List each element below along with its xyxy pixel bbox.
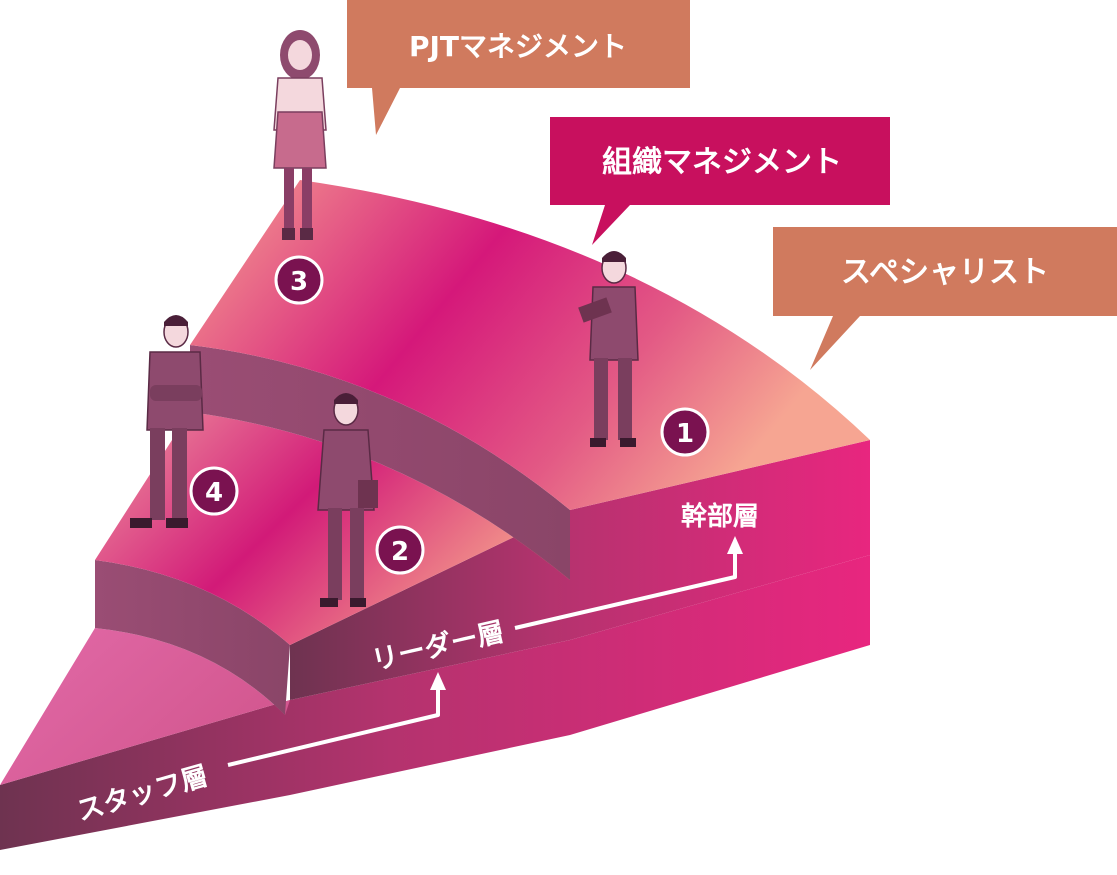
man-tablet-figure xyxy=(578,251,639,447)
arrow-head-executive xyxy=(727,536,743,554)
marker-4: 4 xyxy=(189,466,239,516)
growth-arrow xyxy=(227,552,737,767)
bubble-specialist-label: スペシャリスト xyxy=(841,255,1049,290)
layer-executive-label: 幹部層 xyxy=(681,501,759,532)
marker-3-label: 3 xyxy=(290,267,308,297)
bubble-pjt-label: PJTマネジメント xyxy=(409,30,627,63)
staff-level-top xyxy=(0,628,290,785)
front-face-upper xyxy=(290,440,870,700)
marker-2: 2 xyxy=(375,525,425,575)
arrow-head-leader xyxy=(430,672,446,690)
bubble-org: 組織マネジメント xyxy=(550,117,890,245)
bubble-specialist: スペシャリスト xyxy=(773,227,1117,370)
man-arms-crossed-figure xyxy=(130,315,204,528)
marker-1-label: 1 xyxy=(676,419,694,449)
marker-4-label: 4 xyxy=(205,478,223,508)
front-face xyxy=(0,555,870,850)
man-folder-figure xyxy=(317,393,378,607)
marker-2-label: 2 xyxy=(391,537,409,567)
marker-1: 1 xyxy=(660,407,710,457)
bubble-org-label: 組織マネジメント xyxy=(602,145,842,180)
woman-figure-top xyxy=(273,30,327,240)
leader-riser xyxy=(190,345,570,580)
staff-riser xyxy=(95,560,290,715)
bubble-pjt: PJTマネジメント xyxy=(347,0,690,135)
marker-3: 3 xyxy=(274,255,324,305)
